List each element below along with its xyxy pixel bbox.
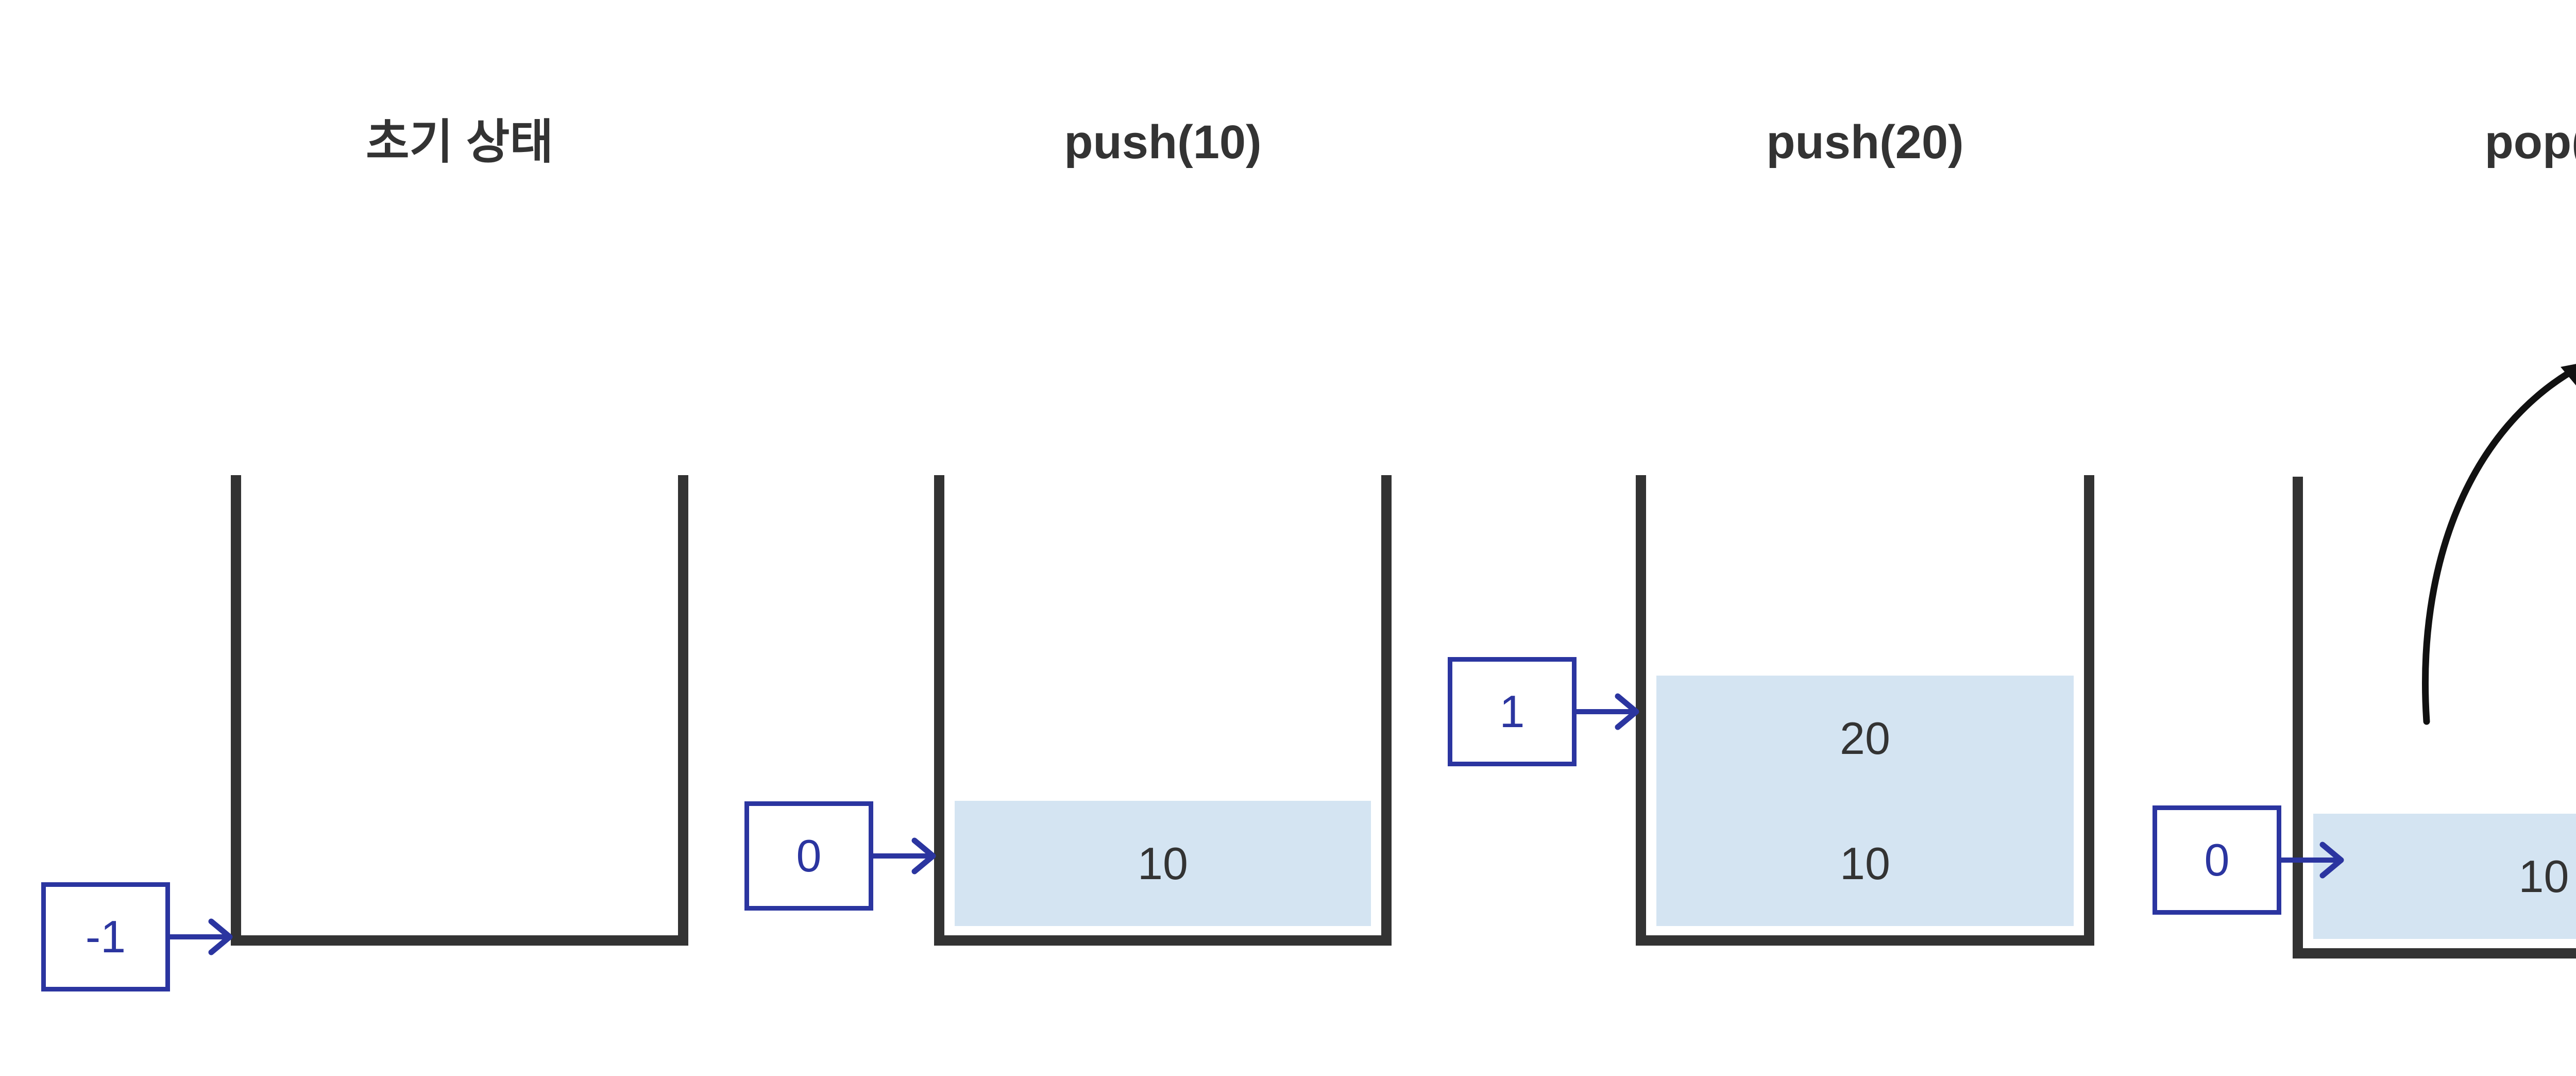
- index-box-push-20: 1: [1448, 657, 1577, 766]
- stack-container-pop: 10: [2293, 477, 2576, 959]
- stack-pointer-push-20: 1: [1448, 657, 1643, 766]
- pointer-arrow-icon: [873, 837, 936, 875]
- index-box-initial: -1: [41, 882, 170, 991]
- pointer-arrow-icon: [2281, 842, 2344, 879]
- stack-pointer-initial: -1: [41, 882, 237, 991]
- stack-container-push-10: 10: [934, 475, 1392, 946]
- stack-cells-push-20: 10 20: [1646, 475, 2084, 935]
- stack-cell: 10: [2313, 814, 2576, 939]
- index-box-push-10: 0: [744, 801, 873, 911]
- pointer-arrow-icon: [1577, 693, 1639, 730]
- stack-cell: 20: [1656, 676, 2074, 801]
- stack-cell: 10: [1656, 801, 2074, 926]
- pointer-arrow-icon: [170, 918, 233, 955]
- stack-pointer-pop: 0: [2153, 805, 2348, 915]
- stack-cells-pop: 10: [2303, 477, 2576, 948]
- pop-curved-arrow-icon: [2422, 364, 2576, 725]
- index-box-pop: 0: [2153, 805, 2281, 915]
- panel-title-push-10: push(10): [1064, 116, 1262, 169]
- stack-cell: 10: [955, 801, 1371, 926]
- stack-cells-initial: [241, 475, 678, 935]
- stack-cells-push-10: 10: [944, 475, 1381, 935]
- stack-container-initial: [231, 475, 688, 946]
- stack-pointer-push-10: 0: [744, 801, 940, 911]
- stack-container-push-20: 10 20: [1636, 475, 2094, 946]
- panel-title-pop: pop(): [2484, 116, 2576, 169]
- panel-title-initial: 초기 상태: [365, 116, 554, 169]
- panel-title-push-20: push(20): [1766, 116, 1964, 169]
